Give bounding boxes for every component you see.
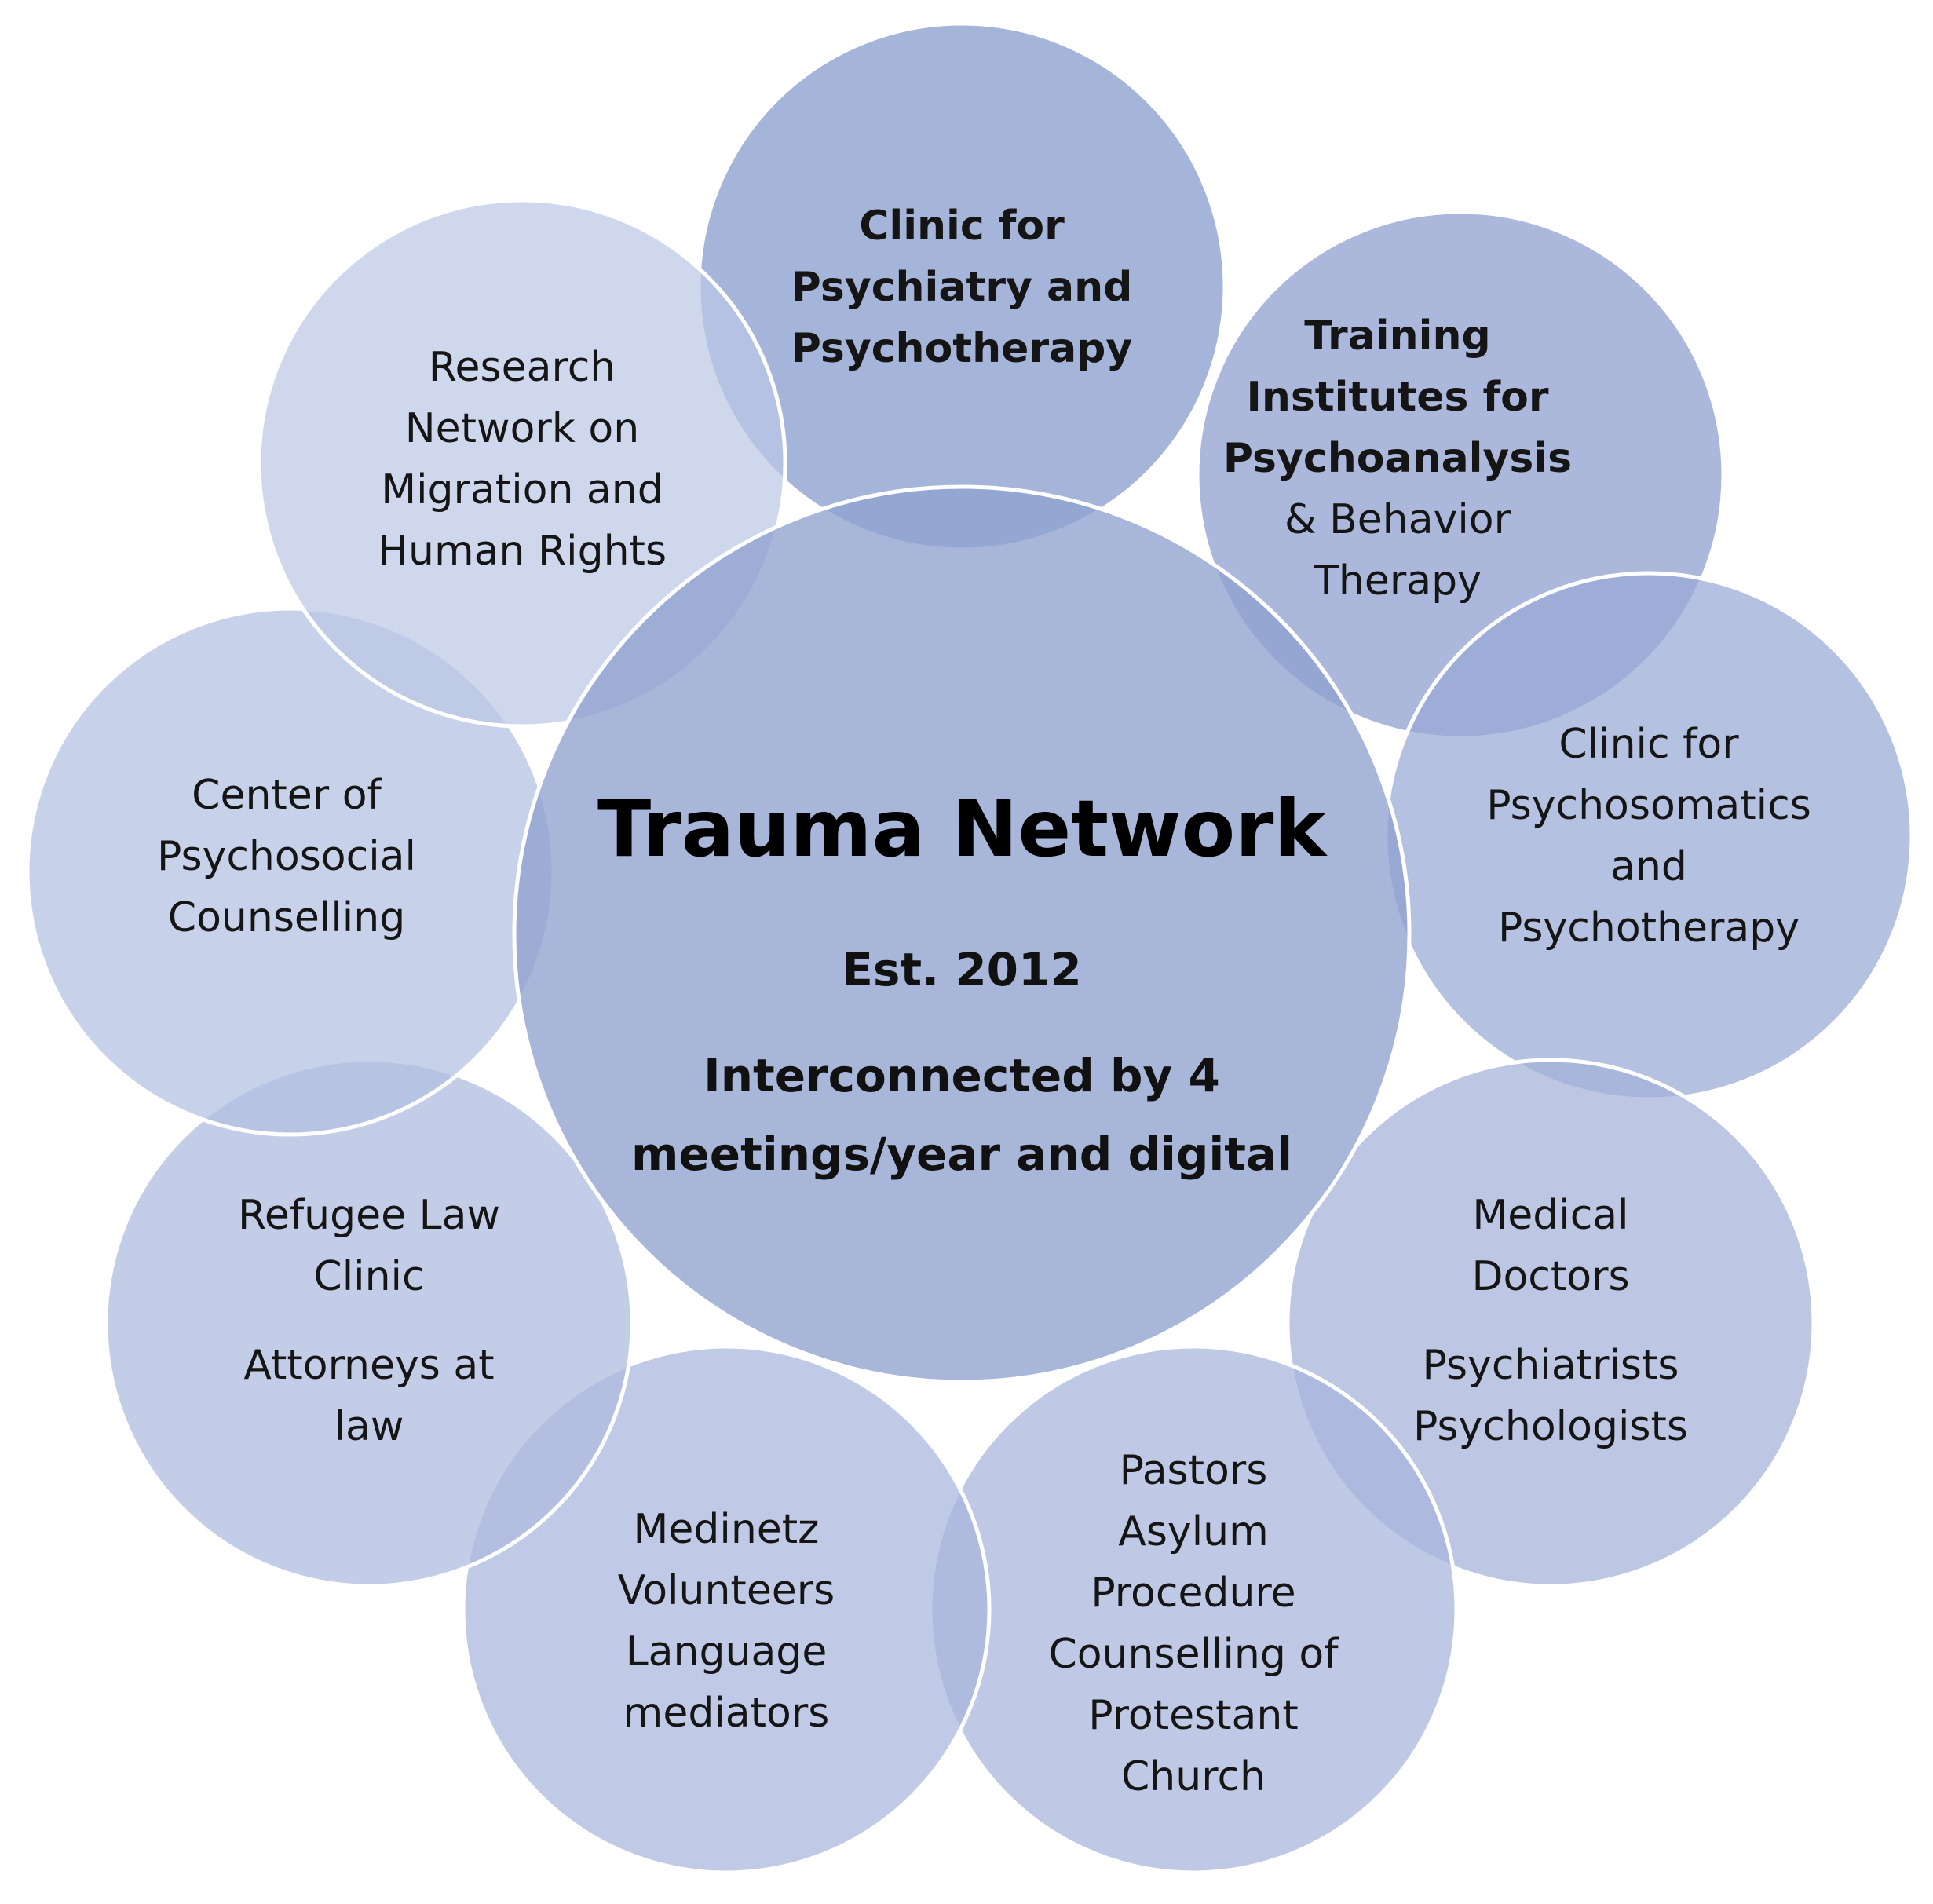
interconnect-line-1: Interconnected by 4 (703, 1049, 1220, 1102)
medinetz-circle (461, 1344, 992, 1875)
medical-doctors-circle (1285, 1058, 1816, 1588)
medinetz-label-line: Medinetz (634, 1506, 820, 1553)
medinetz-label-line: Language (626, 1628, 828, 1676)
pastors-label-line: Protestant (1088, 1692, 1299, 1739)
clinic-psychiatry-label-line: Psychiatry and (791, 264, 1133, 311)
psychosocial-counselling-label-line: Psychosocial (157, 833, 416, 880)
clinic-psychosomatics-label-line: Psychosomatics (1486, 782, 1811, 829)
center-title: Trauma Network (597, 783, 1328, 875)
refugee-law-label-line: Attorneys at (243, 1342, 494, 1389)
psychosocial-counselling-label-line: Center of (192, 772, 382, 819)
medical-doctors-label-line: Doctors (1471, 1253, 1629, 1300)
research-network-label-line: Human Rights (378, 528, 667, 575)
research-network-label-line: Research (429, 344, 616, 391)
training-institutes-label-line: & Behavior (1284, 496, 1511, 543)
refugee-law-label-line: law (334, 1403, 404, 1450)
established-label: Est. 2012 (842, 943, 1082, 996)
training-institutes-label-line: Therapy (1313, 557, 1482, 605)
medinetz-label-line: mediators (623, 1690, 830, 1737)
training-institutes-label-line: Institutes for (1246, 374, 1548, 421)
center-circle (512, 484, 1412, 1384)
training-institutes-label-line: Training (1304, 312, 1490, 360)
pastors-label-line: Procedure (1091, 1570, 1295, 1617)
medical-doctors-label-line: Medical (1472, 1192, 1628, 1239)
interconnect-line-2: meetings/year and digital (631, 1127, 1292, 1181)
refugee-law-label-line: Refugee Law (238, 1192, 500, 1239)
medical-doctors-label-line: Psychologists (1413, 1403, 1688, 1450)
medical-doctors-label-line: Psychiatrists (1423, 1342, 1679, 1389)
pastors-label-line: Asylum (1118, 1508, 1269, 1555)
clinic-psychosomatics-label-line: Clinic for (1558, 721, 1739, 768)
clinic-psychosomatics-label-line: Psychotherapy (1498, 904, 1800, 952)
pastors-label-line: Counselling of (1048, 1631, 1339, 1678)
psychosocial-counselling-label-line: Counselling (168, 894, 405, 941)
clinic-psychosomatics-label-line: and (1610, 843, 1687, 890)
refugee-law-label-line: Clinic (313, 1253, 424, 1300)
refugee-law-circle (104, 1058, 634, 1588)
research-network-circle (257, 198, 787, 729)
clinic-psychiatry-label-line: Psychotherapy (791, 325, 1133, 372)
training-institutes-label-line: Psychoanalysis (1223, 435, 1572, 482)
pastors-label-line: Church (1121, 1753, 1266, 1800)
pastors-label-line: Pastors (1120, 1447, 1268, 1494)
satellite-circles (25, 21, 1914, 1875)
research-network-label-line: Migration and (381, 466, 663, 513)
medinetz-label-line: Volunteers (618, 1567, 835, 1614)
center-hub: Trauma Network Est. 2012 Interconnected … (512, 484, 1412, 1384)
research-network-label-line: Network on (405, 405, 639, 452)
clinic-psychiatry-label-line: Clinic for (859, 203, 1065, 250)
clinic-psychosomatics-circle (1383, 571, 1914, 1102)
